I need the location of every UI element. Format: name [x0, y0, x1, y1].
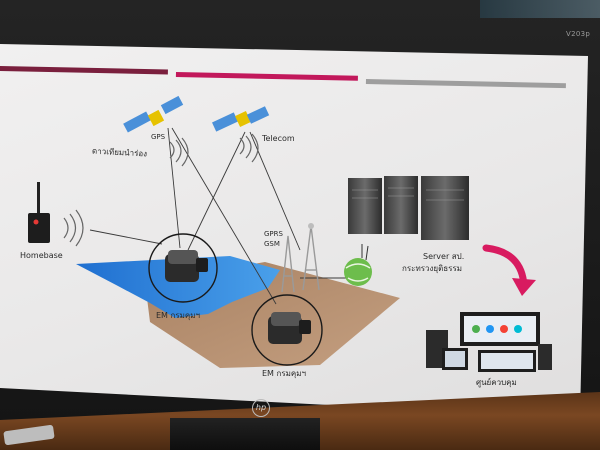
server-rack-icon: [348, 176, 469, 240]
globe-icon: [344, 244, 372, 286]
hp-logo-icon: hp: [252, 399, 270, 417]
background-wall: [480, 0, 600, 18]
homebase-device-icon: [28, 182, 50, 243]
signal-arcs-icon: [63, 133, 259, 247]
telecom-label: Telecom: [262, 134, 295, 143]
telecom-satellite-icon: [212, 106, 270, 132]
control-center-label: ศูนย์ควบคุม: [476, 378, 517, 387]
header-bar-2: [175, 71, 358, 81]
em-device-1-label: EM กรมคุมฯ: [156, 311, 201, 320]
control-center-monitors-icon: [426, 312, 552, 372]
connection-lines: [89, 127, 356, 305]
monitor-model-label: V203p: [566, 30, 591, 38]
gps-satellite-icon: [123, 95, 184, 133]
gps-label: GPS: [151, 133, 166, 141]
server-label: Server สป.: [423, 252, 465, 261]
gprs-label: GPRS: [264, 230, 283, 238]
em-device-2-label: EM กรมคุมฯ: [262, 369, 307, 378]
gsm-label: GSM: [264, 240, 280, 248]
monitor-stand: [170, 418, 320, 450]
header-bar-1: [0, 65, 168, 75]
header-bar-3: [365, 79, 566, 89]
water-area: [76, 256, 280, 318]
cell-tower-icon: [281, 223, 320, 293]
ministry-label: กระทรวงยุติธรรม: [402, 264, 463, 273]
homebase-label: Homebase: [20, 251, 63, 260]
flow-arrow-icon: [482, 244, 536, 296]
em-device-2-icon: [251, 294, 323, 366]
em-device-1-icon: [148, 233, 218, 303]
